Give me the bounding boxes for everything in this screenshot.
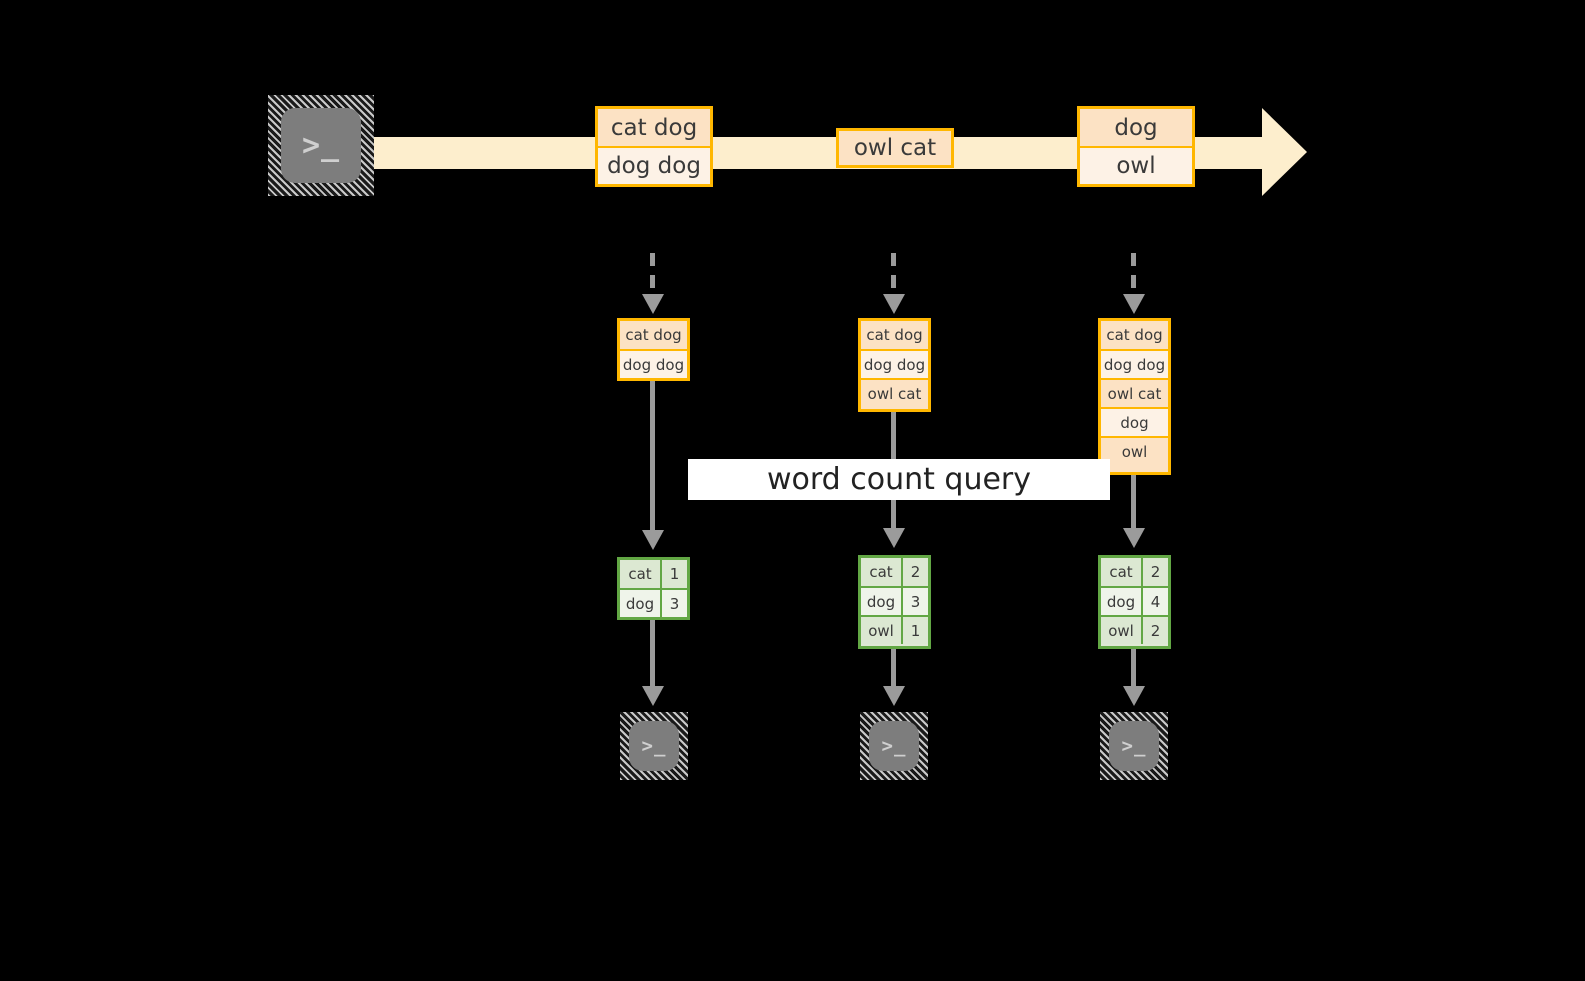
count-cell: 2 [1143,558,1168,586]
buffer-row: dog dog [861,349,928,378]
buffer-row: cat dog [1101,321,1168,349]
word-cell: cat [861,558,903,586]
snapshot-3-buffer[interactable]: cat dog dog dog owl cat dog owl [1098,318,1171,475]
query-label: word count query [688,459,1110,500]
snapshot-2-sink-line [891,649,896,688]
buffer-row: dog [1101,407,1168,436]
snapshot-1-tap-line [650,253,655,296]
stream-message-group-1[interactable]: cat dog dog dog [595,106,713,187]
snapshot-2-sink-terminal-icon[interactable]: >_ [860,712,928,780]
table-row: cat 2 [861,558,928,586]
buffer-row: owl [1101,436,1168,466]
count-cell: 3 [903,588,928,615]
table-row: cat 1 [620,560,687,588]
table-row: owl 1 [861,615,928,644]
snapshot-3-sink-terminal-icon[interactable]: >_ [1100,712,1168,780]
stream-message-line: owl [1080,146,1192,184]
snapshot-2-result-table[interactable]: cat 2 dog 3 owl 1 [858,555,931,649]
sink-terminal-glyph: >_ [641,734,667,757]
snapshot-3-query-arrowhead [1123,528,1145,548]
buffer-row: dog dog [620,349,687,378]
stream-message-line: cat dog [598,109,710,146]
word-cell: owl [1101,617,1143,644]
snapshot-3-sink-line [1131,649,1136,688]
stream-message-group-2[interactable]: owl cat [836,128,954,168]
snapshot-2-query-arrowhead [883,528,905,548]
stream-message-line: dog dog [598,146,710,184]
sink-terminal-glyph: >_ [881,734,907,757]
buffer-row: cat dog [620,321,687,349]
count-cell: 1 [662,560,687,588]
count-cell: 2 [903,558,928,586]
word-cell: dog [861,588,903,615]
buffer-row: dog dog [1101,349,1168,378]
table-row: owl 2 [1101,615,1168,644]
table-row: dog 3 [861,586,928,615]
source-terminal-glyph: >_ [301,127,341,163]
table-row: dog 4 [1101,586,1168,615]
snapshot-2-sink-arrowhead [883,686,905,706]
snapshot-2-tap-arrowhead [883,294,905,314]
snapshot-3-tap-arrowhead [1123,294,1145,314]
table-row: dog 3 [620,588,687,617]
sink-terminal-glyph: >_ [1121,734,1147,757]
count-cell: 1 [903,617,928,644]
snapshot-3-result-table[interactable]: cat 2 dog 4 owl 2 [1098,555,1171,649]
table-row: cat 2 [1101,558,1168,586]
source-terminal-icon[interactable]: >_ [268,95,374,196]
snapshot-3-tap-line [1131,253,1136,296]
stream-message-group-3[interactable]: dog owl [1077,106,1195,187]
buffer-row: cat dog [861,321,928,349]
count-cell: 4 [1143,588,1168,615]
word-cell: owl [861,617,903,644]
snapshot-1-query-arrowhead [642,530,664,550]
word-cell: cat [620,560,662,588]
snapshot-3-query-line [1131,475,1136,530]
word-cell: cat [1101,558,1143,586]
snapshot-2-buffer[interactable]: cat dog dog dog owl cat [858,318,931,412]
snapshot-1-query-line [650,381,655,532]
buffer-row: owl cat [1101,378,1168,407]
count-cell: 3 [662,590,687,617]
snapshot-1-result-table[interactable]: cat 1 dog 3 [617,557,690,620]
count-cell: 2 [1143,617,1168,644]
snapshot-1-tap-arrowhead [642,294,664,314]
buffer-row: owl cat [861,378,928,407]
snapshot-1-sink-line [650,620,655,688]
snapshot-1-buffer[interactable]: cat dog dog dog [617,318,690,381]
snapshot-2-tap-line [891,253,896,296]
snapshot-3-sink-arrowhead [1123,686,1145,706]
snapshot-1-sink-terminal-icon[interactable]: >_ [620,712,688,780]
stream-arrowhead [1262,108,1307,196]
snapshot-1-sink-arrowhead [642,686,664,706]
word-cell: dog [1101,588,1143,615]
word-cell: dog [620,590,662,617]
stream-message-line: owl cat [839,131,951,165]
stream-message-line: dog [1080,109,1192,146]
